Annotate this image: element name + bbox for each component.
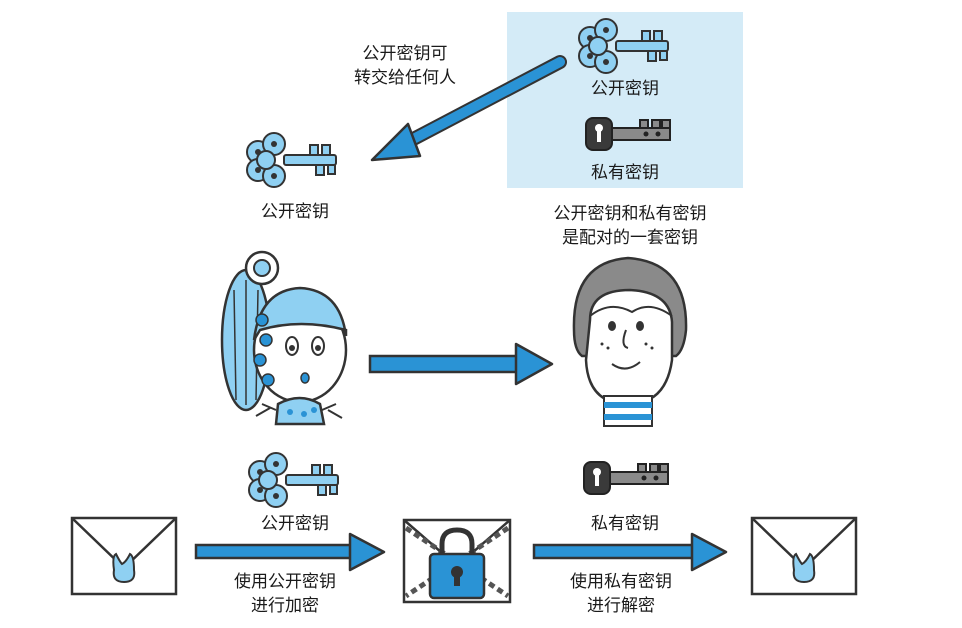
panel-public-key-label: 公开密钥 (591, 79, 659, 99)
locked-envelope-icon (402, 518, 512, 604)
encrypt-caption-line1: 使用公开密钥 (234, 572, 336, 592)
public-key-icon (248, 452, 339, 508)
encrypt-caption-line2: 进行加密 (251, 596, 319, 616)
key-pair-caption-line2: 是配对的一套密钥 (562, 228, 698, 248)
decrypt-caption-line2: 进行解密 (587, 596, 655, 616)
send-arrow (368, 342, 554, 386)
bottom-public-key-label: 公开密钥 (261, 514, 329, 534)
boy-receiver-icon (572, 256, 688, 427)
public-key-icon (578, 18, 669, 74)
envelope-icon (70, 516, 178, 596)
padlock-icon (428, 527, 486, 600)
key-pair-caption-line1: 公开密钥和私有密钥 (553, 204, 707, 224)
give-key-caption-line1: 公开密钥可 (362, 44, 448, 64)
private-key-icon (583, 461, 669, 495)
bottom-private-key-label: 私有密钥 (591, 514, 659, 534)
envelope-icon (750, 516, 858, 596)
girl-sender-icon (220, 250, 348, 426)
give-arrow (370, 55, 567, 162)
private-key-icon (585, 117, 671, 151)
panel-private-key-label: 私有密钥 (591, 163, 659, 183)
decrypt-caption-line1: 使用私有密钥 (570, 572, 672, 592)
decrypt-arrow (532, 532, 728, 572)
left-public-key-label: 公开密钥 (261, 202, 329, 222)
encrypt-arrow (194, 532, 386, 572)
give-key-caption-line2: 转交给任何人 (354, 68, 456, 88)
public-key-icon (246, 132, 337, 188)
